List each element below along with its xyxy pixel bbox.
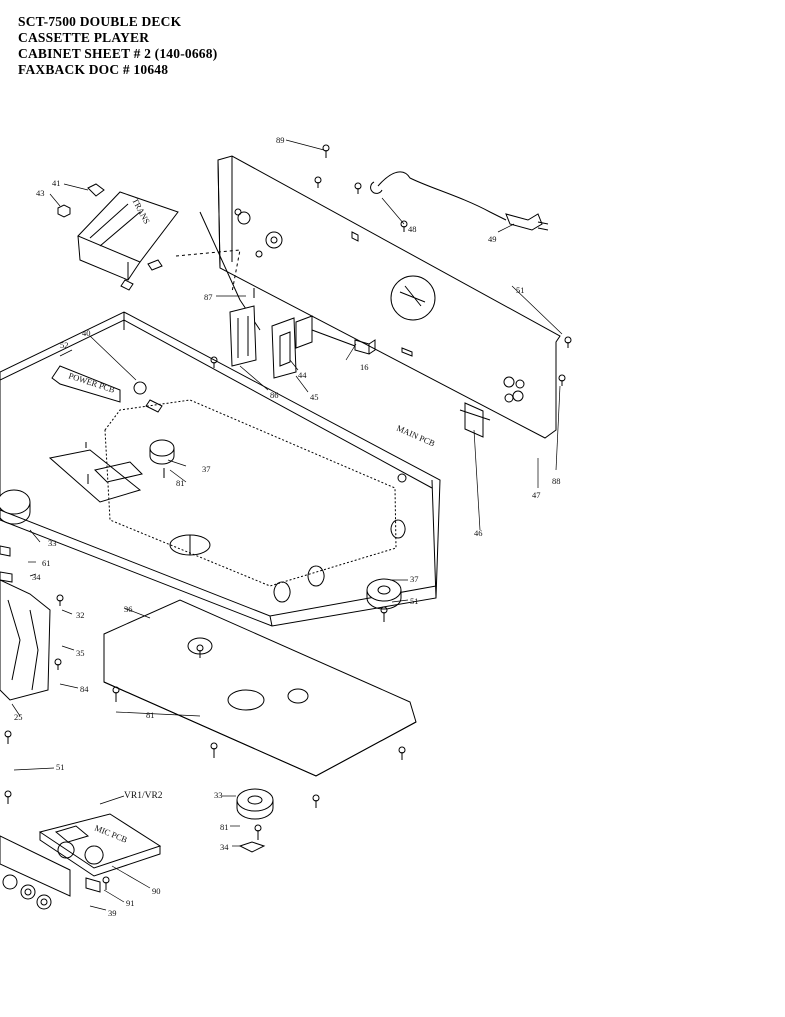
deck-mechanism: [0, 545, 51, 701]
callout-44: 44: [298, 370, 307, 380]
callout-48: 48: [408, 224, 417, 234]
callout-35: 35: [76, 648, 85, 658]
bottom-plate: [103, 599, 417, 777]
callout-37-top: 37: [202, 464, 211, 474]
callout-87: 87: [204, 292, 213, 302]
screws: [4, 144, 572, 890]
title-line-sheet: CABINET SHEET # 2 (140-0668): [18, 46, 218, 61]
main-pcb-label: MAIN PCB: [395, 423, 437, 449]
main-chassis: [0, 211, 441, 627]
switch-brackets: [229, 305, 356, 379]
callout-numbers: 89 41 43 48 49 51 87 52 40 44 16 86 45 3…: [14, 135, 561, 918]
callout-86: 86: [270, 390, 279, 400]
callout-81-plate: 81: [146, 710, 155, 720]
callout-16: 16: [360, 362, 369, 372]
title-line-model: SCT-7500 DOUBLE DECK: [18, 14, 182, 29]
callout-45: 45: [310, 392, 319, 402]
callout-51-left: 51: [56, 762, 65, 772]
callout-25: 25: [14, 712, 23, 722]
feet: [0, 489, 402, 853]
callout-51-right: 51: [410, 596, 419, 606]
mic-pcb-assembly: [0, 813, 162, 910]
callout-84: 84: [80, 684, 89, 694]
callout-40: 40: [82, 328, 91, 338]
callout-81-bottom: 81: [220, 822, 229, 832]
callout-32: 32: [76, 610, 85, 620]
leader-lines: [11, 139, 563, 911]
power-cord: [370, 171, 549, 231]
callout-88: 88: [552, 476, 561, 486]
vr-label: VR1/VR2: [124, 791, 163, 801]
callout-33-bottom: 33: [214, 790, 223, 800]
rear-panel: [217, 155, 561, 439]
callout-34-bottom: 34: [220, 842, 229, 852]
callout-51-top: 51: [516, 285, 525, 295]
callout-34-left: 34: [32, 572, 41, 582]
callout-46: 46: [474, 528, 483, 538]
callout-52: 52: [60, 340, 69, 350]
callout-89: 89: [276, 135, 285, 145]
callout-49: 49: [488, 234, 497, 244]
callout-90: 90: [152, 886, 161, 896]
callout-37-right: 37: [410, 574, 419, 584]
callout-43: 43: [36, 188, 45, 198]
callout-33-left: 33: [48, 538, 57, 548]
callout-61: 61: [42, 558, 51, 568]
callout-81-top: 81: [176, 478, 185, 488]
callout-39: 39: [108, 908, 117, 918]
callout-36: 36: [124, 604, 133, 614]
callout-47: 47: [532, 490, 541, 500]
callout-41: 41: [52, 178, 61, 188]
callout-91: 91: [126, 898, 135, 908]
transformer-assembly: [57, 183, 241, 293]
title-line-faxback: FAXBACK DOC # 10648: [18, 62, 169, 77]
document-title: SCT-7500 DOUBLE DECK CASSETTE PLAYER CAB…: [18, 14, 217, 78]
title-line-product: CASSETTE PLAYER: [18, 30, 150, 45]
